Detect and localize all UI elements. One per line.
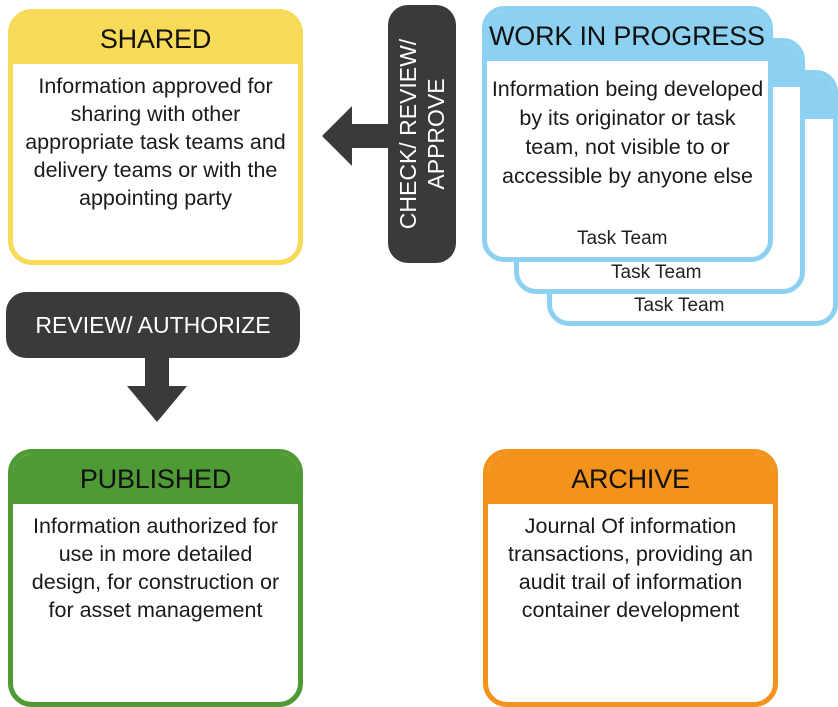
arrow-down-icon	[127, 356, 187, 422]
work-in-progress-title: WORK IN PROGRESS	[487, 11, 768, 61]
task-team-label-2: Task Team	[611, 262, 702, 283]
check-review-approve-line1: CHECK/ REVIEW/	[395, 38, 422, 230]
check-review-approve-line2: APPROVE	[423, 78, 450, 190]
shared-title: SHARED	[13, 14, 298, 64]
published-title: PUBLISHED	[13, 454, 298, 504]
shared-box: SHARED Information approved for sharing …	[8, 9, 303, 265]
archive-title: ARCHIVE	[488, 454, 773, 504]
check-review-approve-label: CHECK/ REVIEW/ APPROVE	[388, 5, 456, 263]
archive-description: Journal Of information transactions, pro…	[507, 514, 753, 622]
archive-box: ARCHIVE Journal Of information transacti…	[483, 449, 778, 707]
work-in-progress-box: WORK IN PROGRESS Information being devel…	[482, 6, 773, 262]
published-description: Information authorized for use in more d…	[31, 514, 280, 622]
arrow-left-icon	[322, 106, 388, 166]
review-authorize-label: REVIEW/ AUTHORIZE	[6, 292, 300, 358]
work-in-progress-description: Information being developed by its origi…	[491, 77, 764, 188]
task-team-label-3: Task Team	[634, 295, 725, 316]
shared-description: Information approved for sharing with ot…	[25, 74, 286, 210]
check-review-approve-text: CHECK/ REVIEW/ APPROVE	[394, 39, 450, 229]
task-team-label-1: Task Team	[577, 228, 668, 249]
published-box: PUBLISHED Information authorized for use…	[8, 449, 303, 707]
